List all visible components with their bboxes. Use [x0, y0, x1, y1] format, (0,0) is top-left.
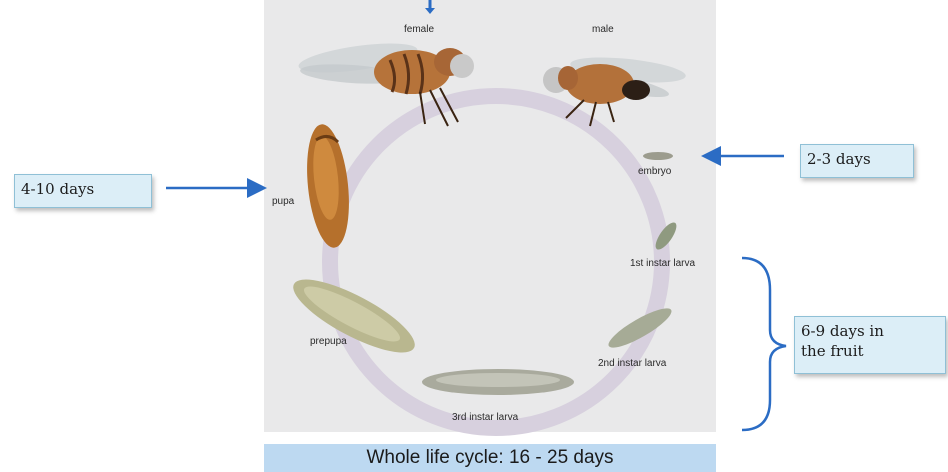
third-instar-larva-image — [422, 369, 574, 395]
label-second-instar: 2nd instar larva — [598, 358, 666, 369]
label-male: male — [592, 24, 614, 35]
callout-pupa-text: 4-10 days — [21, 180, 94, 198]
label-prepupa: prepupa — [310, 336, 347, 347]
larva-bracket — [742, 258, 786, 430]
callout-larva-line1: 6-9 days in — [801, 321, 939, 341]
callout-embryo-text: 2-3 days — [807, 150, 871, 168]
whole-cycle-banner: Whole life cycle: 16 - 25 days — [264, 444, 716, 472]
callout-larva-line2: the fruit — [801, 341, 939, 361]
callout-embryo-duration: 2-3 days — [800, 144, 914, 178]
embryo-image — [643, 152, 673, 160]
female-fly-image — [297, 38, 474, 126]
callout-pupa-duration: 4-10 days — [14, 174, 152, 208]
top-arrow-head — [425, 8, 435, 14]
pupa-image — [302, 122, 355, 250]
label-embryo: embryo — [638, 166, 671, 177]
callout-larva-duration: 6-9 days in the fruit — [794, 316, 946, 374]
label-female: female — [404, 24, 434, 35]
label-third-instar: 3rd instar larva — [452, 412, 518, 423]
label-first-instar: 1st instar larva — [630, 258, 695, 269]
label-pupa: pupa — [272, 196, 294, 207]
